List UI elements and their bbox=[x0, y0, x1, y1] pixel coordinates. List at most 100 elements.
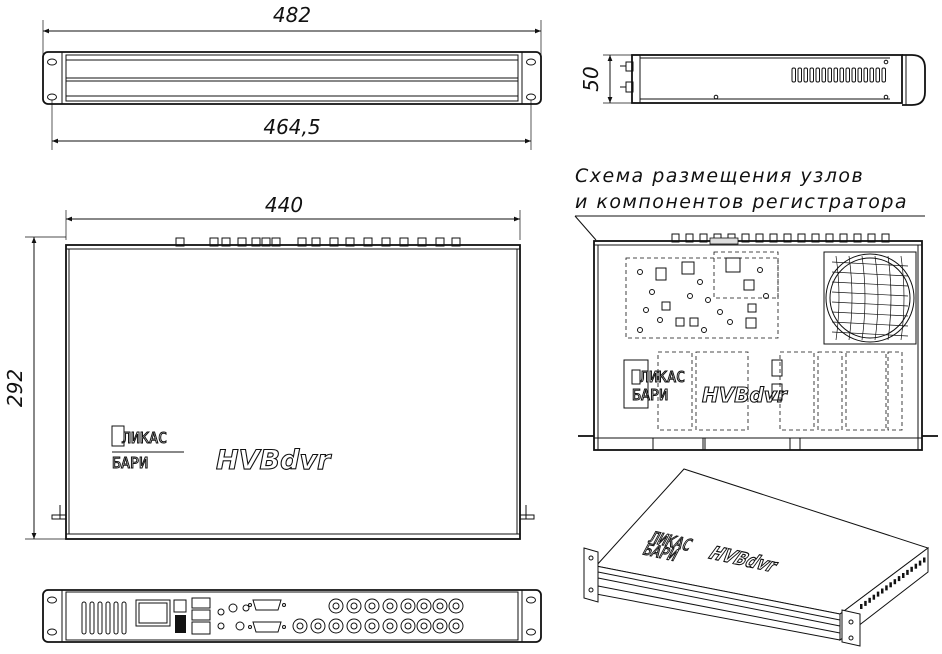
bnc-pin bbox=[296, 622, 304, 630]
vent-slot bbox=[893, 579, 897, 585]
connector-stub bbox=[399, 237, 409, 247]
connector-stub bbox=[755, 233, 764, 243]
component bbox=[757, 267, 763, 273]
connector-stub bbox=[783, 233, 792, 243]
connector-stub bbox=[175, 237, 185, 247]
vent-slot bbox=[897, 576, 901, 582]
grille-bar bbox=[831, 271, 909, 277]
connector-stub bbox=[435, 237, 445, 247]
rear-panel-face bbox=[65, 591, 519, 641]
vent-slot bbox=[809, 67, 814, 83]
bnc-pin bbox=[314, 622, 322, 630]
rear-view bbox=[42, 589, 542, 643]
connector-stub bbox=[251, 237, 261, 247]
vent-slot bbox=[885, 585, 888, 591]
grille-bar bbox=[831, 311, 909, 317]
grille-bar bbox=[831, 321, 909, 327]
front-view-top: 482 464,5 bbox=[42, 3, 542, 150]
vent-slot bbox=[923, 557, 926, 563]
vent-slot bbox=[851, 67, 856, 83]
dim-label-depth: 292 bbox=[3, 369, 27, 407]
power-switch bbox=[175, 615, 186, 633]
hdd-bay bbox=[845, 351, 887, 431]
grille-arc bbox=[861, 255, 866, 341]
brand-name-schematic: HVBdvr bbox=[702, 383, 788, 407]
connector-stub bbox=[237, 237, 247, 247]
vent-slot bbox=[97, 601, 103, 635]
hdd-bay bbox=[817, 351, 843, 431]
bnc-connector bbox=[310, 618, 326, 634]
connector-stub bbox=[221, 237, 231, 247]
grille-arc bbox=[848, 255, 853, 341]
vent-slot bbox=[868, 597, 871, 603]
component bbox=[649, 289, 655, 295]
connector-stub bbox=[363, 237, 373, 247]
side-body-outline bbox=[631, 54, 903, 104]
bnc-pin bbox=[404, 602, 412, 610]
vga-port bbox=[252, 599, 282, 611]
audio-jack bbox=[235, 621, 245, 631]
rack-ear-profile bbox=[902, 54, 926, 106]
layout-title-line1: Схема размещения узлов bbox=[575, 165, 864, 187]
bnc-connector bbox=[448, 618, 464, 634]
connector-stub bbox=[271, 237, 281, 247]
connector-stub bbox=[881, 233, 890, 243]
iso-side-vents bbox=[860, 557, 926, 609]
vent-slot bbox=[857, 67, 862, 83]
connector-stub bbox=[311, 237, 321, 247]
front-panel-outline bbox=[42, 51, 542, 105]
bnc-pin bbox=[420, 622, 428, 630]
bnc-connector bbox=[364, 598, 380, 614]
isometric-view: ЛИКАС БАРИ HVBdvr bbox=[583, 468, 930, 647]
connector-stub bbox=[329, 237, 339, 247]
rear-connectors-top bbox=[175, 237, 461, 247]
bnc-pin bbox=[452, 622, 460, 630]
bnc-pin bbox=[332, 602, 340, 610]
grille-arc bbox=[887, 255, 892, 341]
bnc-connector bbox=[400, 618, 416, 634]
vent-slot bbox=[121, 601, 127, 635]
vent-slot bbox=[869, 67, 874, 83]
connector-stub bbox=[741, 233, 750, 243]
main-board bbox=[625, 257, 779, 339]
vga-connector bbox=[709, 237, 739, 245]
bnc-connector bbox=[328, 598, 344, 614]
layout-schematic: ЛИКАС БАРИ HVBdvr bbox=[578, 233, 938, 451]
vent-slot bbox=[113, 601, 119, 635]
bnc-connector bbox=[448, 598, 464, 614]
mount-hole bbox=[526, 58, 536, 66]
dim-label-mount-width: 464,5 bbox=[263, 115, 320, 139]
bnc-pin bbox=[332, 622, 340, 630]
connector-stub bbox=[685, 233, 694, 243]
layout-title-line2: и компонентов регистратора bbox=[575, 191, 908, 213]
vent-slot bbox=[821, 67, 826, 83]
bnc-connector bbox=[346, 618, 362, 634]
bnc-connector bbox=[382, 598, 398, 614]
vent-slot bbox=[827, 67, 832, 83]
fan-grille bbox=[831, 255, 909, 341]
connector-stub bbox=[451, 237, 461, 247]
schematic-rear-connectors bbox=[671, 233, 890, 245]
component bbox=[687, 293, 693, 299]
logo-top: ЛИКАС БАРИ bbox=[111, 425, 184, 473]
hdd-bay bbox=[779, 351, 815, 431]
grille-bar bbox=[831, 281, 909, 287]
bnc-connector bbox=[416, 598, 432, 614]
vent-slot bbox=[914, 563, 918, 569]
bnc-pin bbox=[350, 602, 358, 610]
grille-bar bbox=[831, 301, 909, 307]
connector-stub bbox=[381, 237, 391, 247]
component bbox=[717, 309, 723, 315]
audio-jack bbox=[217, 608, 225, 616]
vent-slot bbox=[833, 67, 838, 83]
logo-schematic-line1: ЛИКАС bbox=[640, 368, 685, 386]
bnc-pin bbox=[368, 622, 376, 630]
connector-stub bbox=[671, 233, 680, 243]
connector-stub bbox=[699, 233, 708, 243]
bnc-connector bbox=[364, 618, 380, 634]
fan-housing bbox=[823, 251, 917, 345]
side-vent-slots bbox=[791, 67, 886, 83]
bnc-pin bbox=[452, 602, 460, 610]
iso-rack-ear-right bbox=[841, 609, 861, 647]
